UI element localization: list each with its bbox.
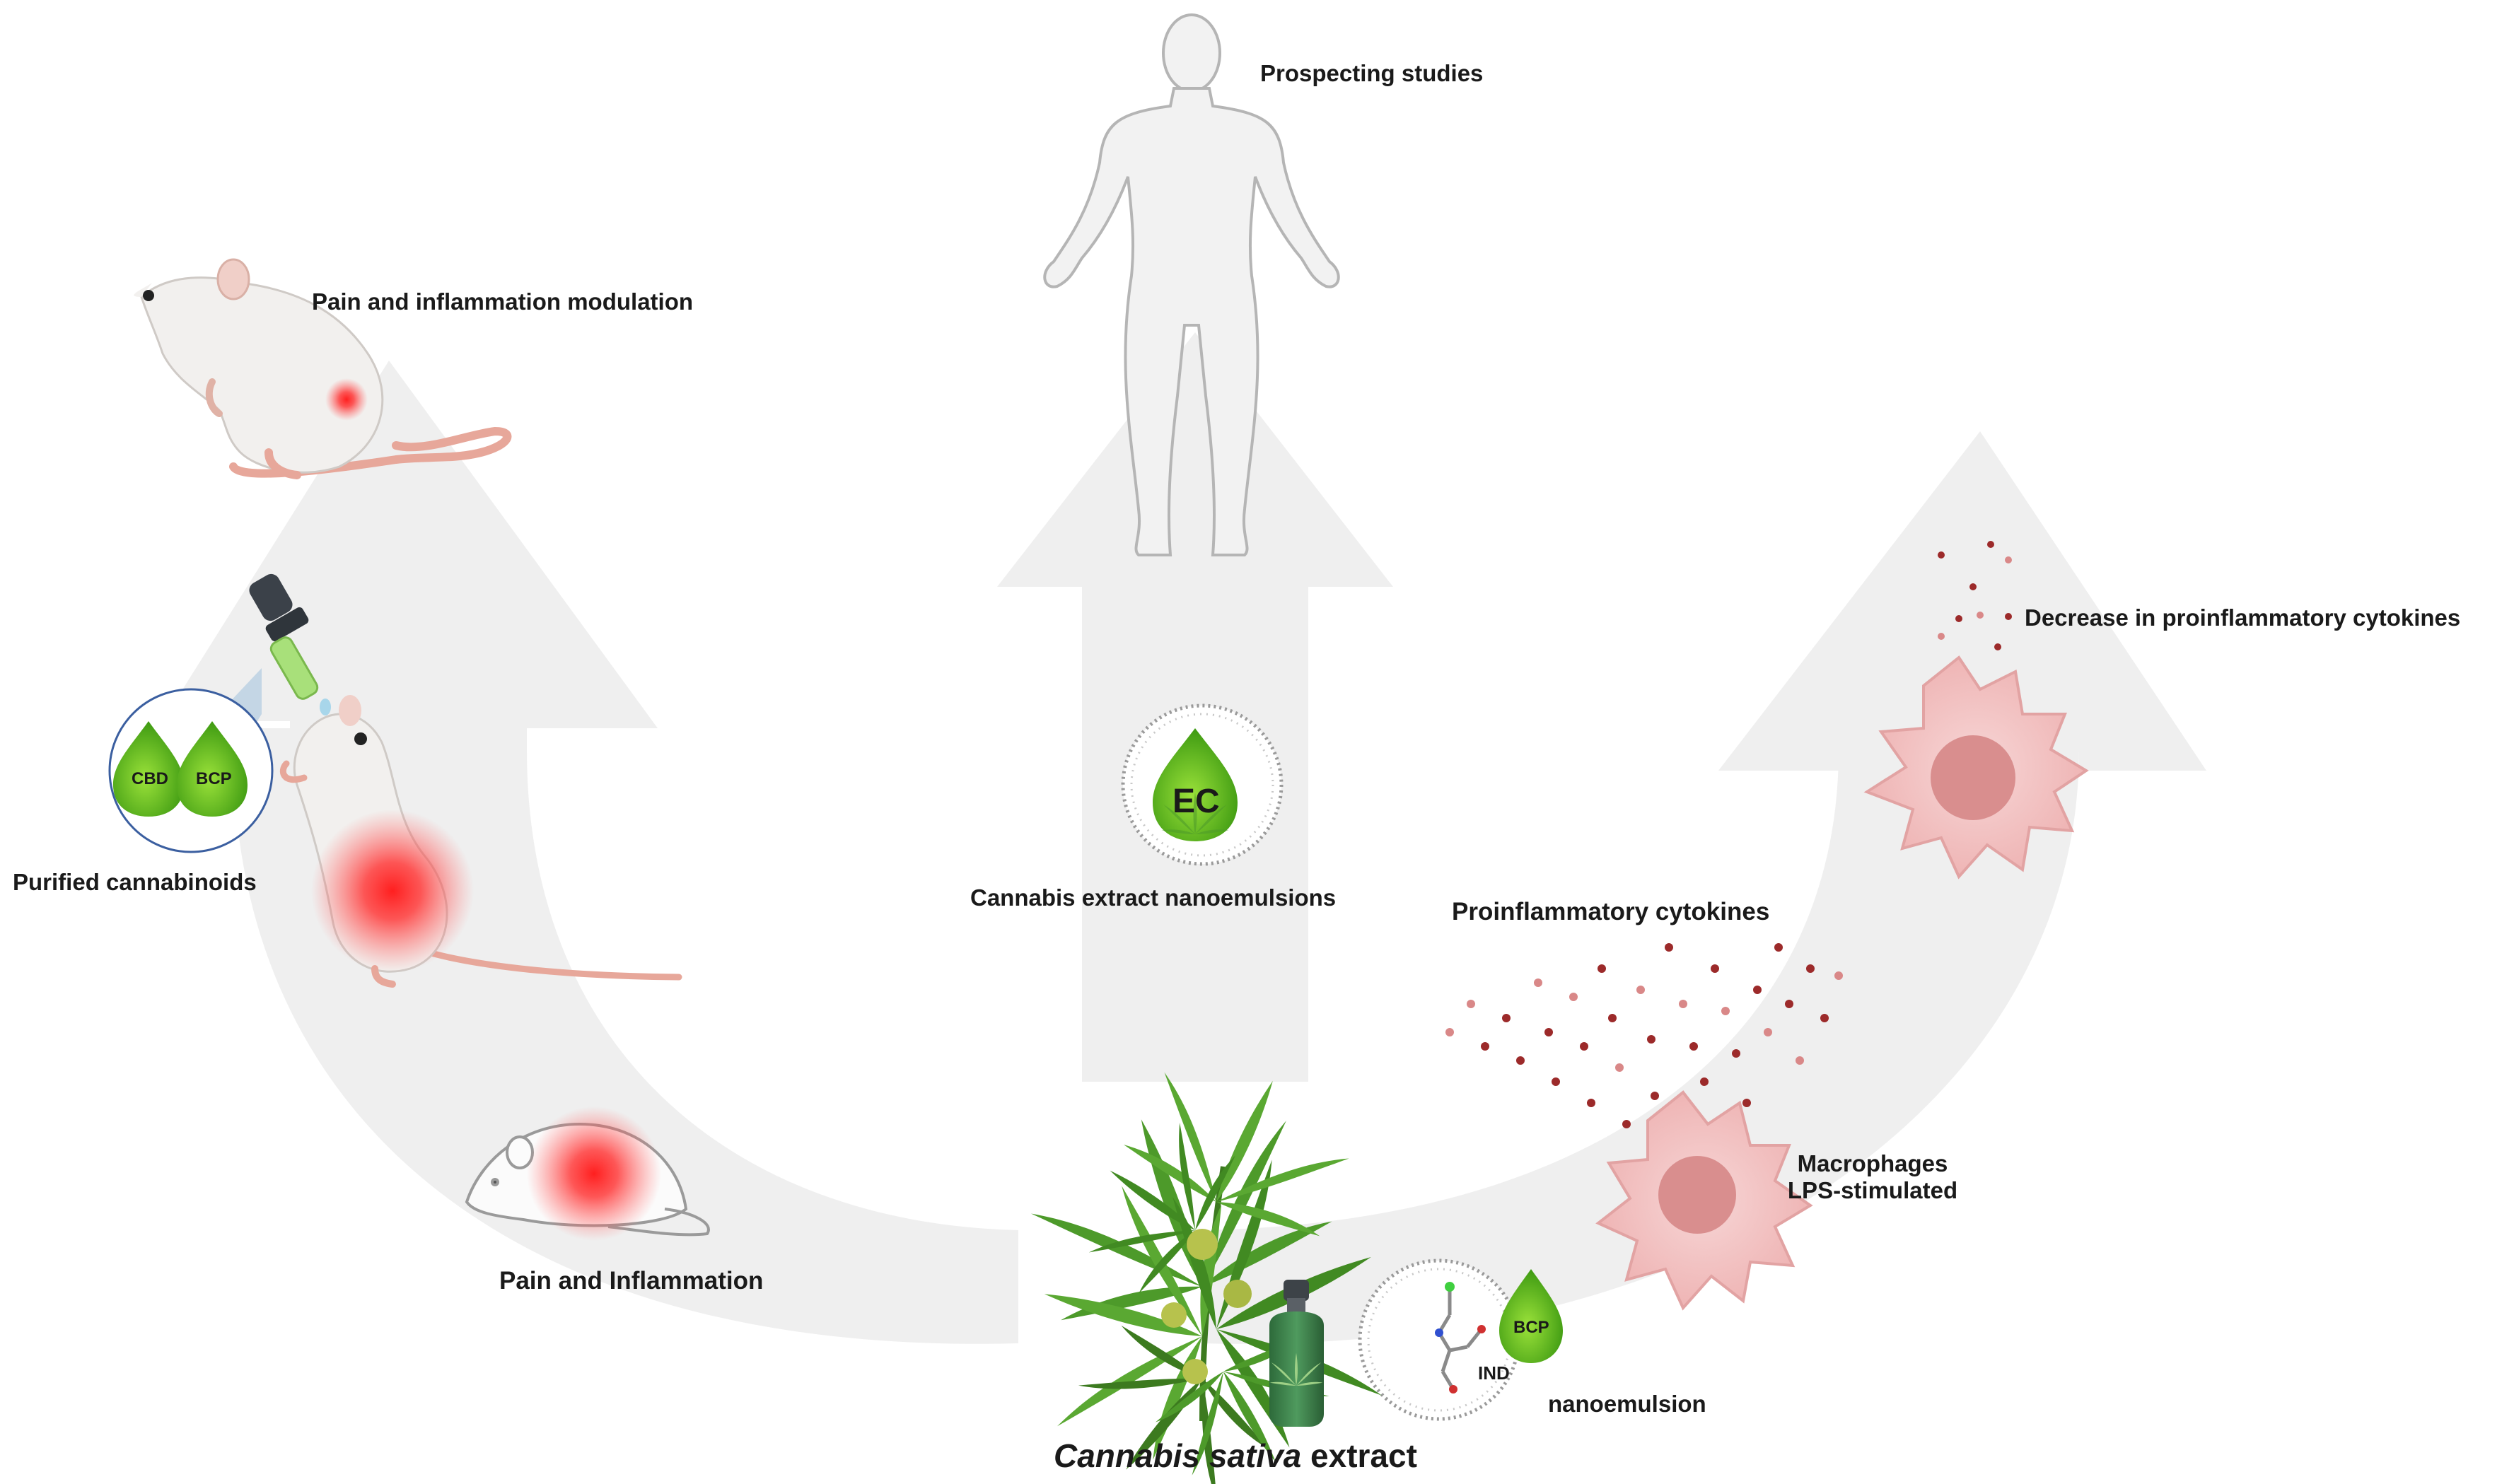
pain-modulation-label: Pain and inflammation modulation: [312, 288, 694, 315]
proinflammatory-cytokine-dots: [1445, 943, 1843, 1128]
purified-cannabinoids-label: Purified cannabinoids: [13, 869, 257, 895]
macrophages-line1: Macrophages: [1797, 1150, 1948, 1176]
nanoemulsion-label: nanoemulsion: [1548, 1391, 1706, 1417]
macrophage-top-icon: [1863, 655, 2089, 880]
ind-badge: IND: [1478, 1362, 1510, 1384]
bcp-drop-icon-right: [1499, 1269, 1563, 1363]
bcp-drop-icon-left: [177, 721, 248, 817]
mouse-outline-icon: [465, 1106, 710, 1241]
curved-arrow: [163, 361, 1018, 1344]
decrease-cytokines-label: Decrease in proinflammatory cytokines: [2025, 604, 2461, 631]
extract-word: extract: [1301, 1437, 1417, 1474]
ec-badge: EC: [1172, 783, 1220, 820]
extract-nanoemulsions-label: Cannabis extract nanoemulsions: [970, 884, 1337, 911]
macrophage-lps-icon: [1595, 1090, 1813, 1311]
cbd-badge: CBD: [132, 769, 168, 788]
pain-inflammation-label: Pain and Inflammation: [499, 1267, 764, 1295]
dropper-icon: [249, 573, 331, 715]
rat-dropper-icon: [279, 695, 682, 988]
prospecting-studies-label: Prospecting studies: [1260, 60, 1484, 86]
bcp-badge-left: BCP: [196, 769, 232, 788]
proinflammatory-cytokines-label: Proinflammatory cytokines: [1452, 898, 1770, 925]
ind-bcp-nanoemulsion-icon: [1358, 1258, 1563, 1421]
macrophages-line2: LPS-stimulated: [1787, 1176, 1958, 1203]
rat-top-icon: [134, 258, 512, 479]
human-figure-icon: [1043, 13, 1340, 556]
cannabis-plant-icon: [1006, 1035, 1430, 1484]
bcp-badge-right: BCP: [1513, 1318, 1549, 1337]
ec-nanoemulsion-icon: [1121, 703, 1284, 866]
macrophages-label: Macrophages LPS-stimulated: [1788, 1150, 1957, 1204]
extract-bottle-icon: [1269, 1280, 1324, 1427]
cbd-drop-icon: [113, 721, 184, 817]
cannabis-extract-caption: Cannabis sativa extract: [1054, 1437, 1417, 1475]
ind-molecule-icon: [1435, 1282, 1486, 1394]
released-cytokines-top: [1938, 541, 2012, 650]
cannabis-sativa-italic: Cannabis sativa: [1054, 1437, 1302, 1474]
